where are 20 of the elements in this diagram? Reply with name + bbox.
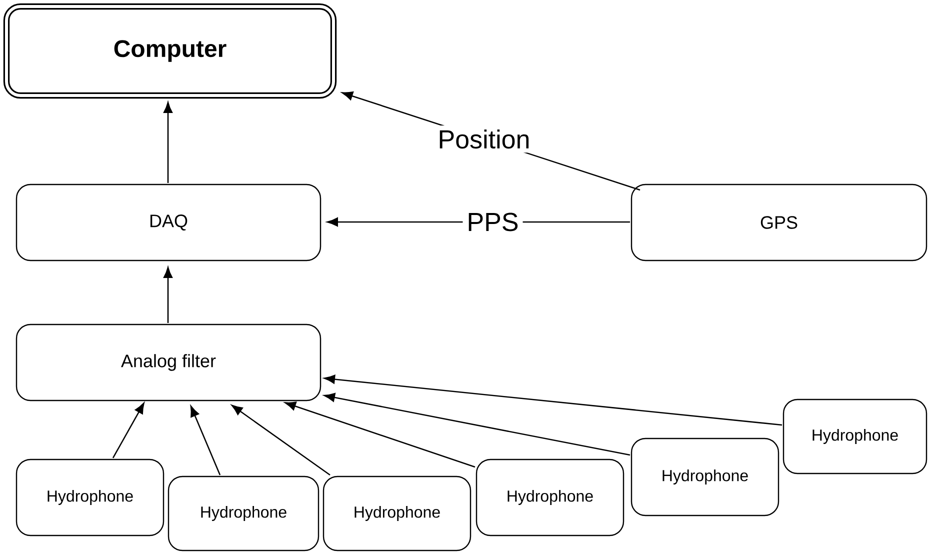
edge-label: PPS xyxy=(462,208,523,236)
process-box: Hydrophone xyxy=(16,458,164,536)
process-box: GPS xyxy=(630,184,928,262)
process-box: DAQ xyxy=(16,184,322,262)
arrow xyxy=(324,392,630,456)
arrow xyxy=(164,102,173,183)
edge-label: Position xyxy=(434,126,534,153)
computer-box: Computer xyxy=(3,3,337,99)
arrow xyxy=(284,402,476,468)
process-box: Hydrophone xyxy=(630,438,780,516)
process-box: Hydrophone xyxy=(782,398,928,474)
process-box: Hydrophone xyxy=(476,458,624,536)
process-box: Analog filter xyxy=(16,324,322,402)
arrow xyxy=(164,266,173,323)
arrow xyxy=(112,402,144,458)
process-box: Hydrophone xyxy=(322,476,472,552)
arrow xyxy=(324,374,782,426)
arrow xyxy=(190,406,221,476)
arrow xyxy=(231,404,330,476)
process-box: Hydrophone xyxy=(168,476,320,552)
